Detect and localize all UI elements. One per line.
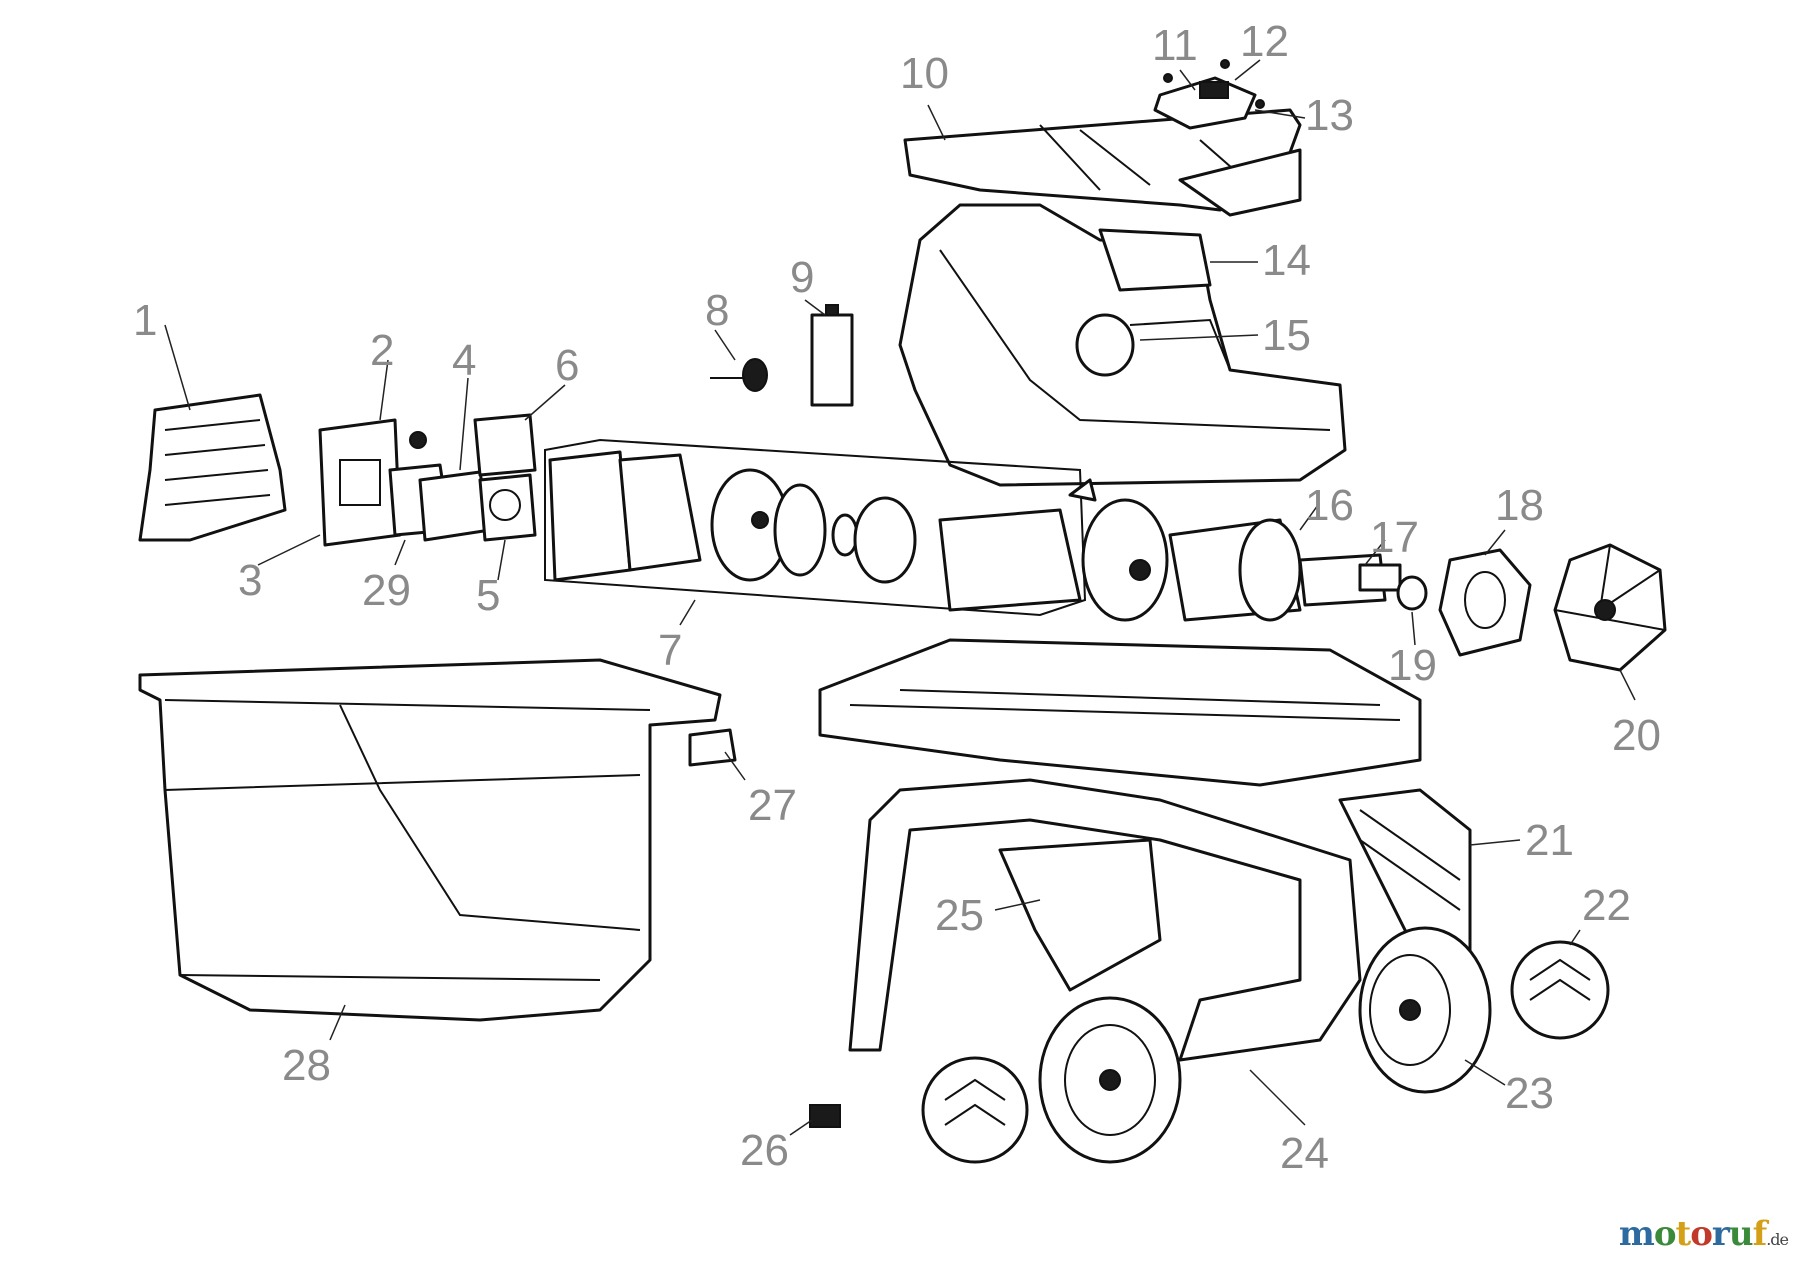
wheel-left (1038, 996, 1182, 1164)
callout-25: 25 (935, 891, 984, 940)
support-legs (848, 778, 1362, 1062)
logo-wordmark: motoruf (1618, 1214, 1768, 1254)
hopper-lid (903, 108, 1302, 217)
rotor (1298, 553, 1402, 607)
site-logo: motoruf.de (1618, 1214, 1789, 1254)
callout-labels: 1 2 3 4 5 6 7 8 9 10 11 12 13 14 15 16 1… (133, 17, 1661, 1178)
hub-cap-right (1510, 940, 1610, 1040)
callout-3: 3 (238, 556, 262, 605)
callout-21: 21 (1525, 816, 1574, 865)
callout-14: 14 (1262, 236, 1311, 285)
shaft-part (710, 358, 768, 392)
callout-13: 13 (1305, 91, 1354, 140)
logo-letter-3: o (1690, 1214, 1713, 1254)
callout-5: 5 (476, 571, 500, 620)
logo-letter-5: u (1728, 1214, 1754, 1254)
callout-17: 17 (1370, 513, 1419, 562)
hub-cap-left (921, 1056, 1029, 1164)
logo-domain-suffix: .de (1766, 1230, 1789, 1249)
callout-24: 24 (1280, 1129, 1329, 1178)
callout-28: 28 (282, 1041, 331, 1090)
leader-lines (164, 59, 1636, 1136)
motor-stator (1168, 518, 1302, 622)
callout-4: 4 (452, 336, 476, 385)
foot-cap (809, 1104, 841, 1128)
wheel-right (1358, 926, 1492, 1094)
fan-cover (138, 393, 287, 542)
stator-disc (1081, 498, 1169, 622)
box-handle (688, 728, 737, 767)
gearbox-assembly (544, 438, 1097, 617)
capacitor (810, 304, 854, 407)
motor-end-shield (1438, 548, 1532, 657)
logo-letter-0: m (1618, 1214, 1655, 1254)
callout-26: 26 (740, 1126, 789, 1175)
switch-assembly (1153, 59, 1265, 130)
callout-29: 29 (362, 566, 411, 615)
callout-10: 10 (900, 49, 949, 98)
logo-letter-2: t (1675, 1214, 1692, 1254)
chute (998, 838, 1162, 992)
cooling-fan (1553, 543, 1667, 672)
callout-9: 9 (790, 253, 814, 302)
bearing (1396, 575, 1428, 611)
logo-letter-1: o (1653, 1214, 1677, 1254)
callout-1: 1 (133, 296, 157, 345)
callout-11: 11 (1152, 21, 1198, 70)
callout-2: 2 (370, 326, 394, 375)
callout-19: 19 (1388, 641, 1437, 690)
callout-12: 12 (1240, 17, 1289, 66)
base-frame (818, 638, 1422, 787)
logo-letter-6: f (1752, 1214, 1768, 1254)
collection-box (138, 658, 722, 1022)
callout-20: 20 (1612, 711, 1661, 760)
callout-7: 7 (658, 626, 682, 675)
callout-15: 15 (1262, 311, 1311, 360)
callout-8: 8 (705, 286, 729, 335)
logo-letter-4: r (1711, 1214, 1730, 1254)
gear-parts (388, 413, 537, 542)
callout-6: 6 (555, 341, 579, 390)
upper-housing (898, 203, 1347, 487)
callout-23: 23 (1505, 1069, 1554, 1118)
callout-16: 16 (1305, 481, 1354, 530)
callout-27: 27 (748, 781, 797, 830)
callout-22: 22 (1582, 881, 1631, 930)
callout-18: 18 (1495, 481, 1544, 530)
